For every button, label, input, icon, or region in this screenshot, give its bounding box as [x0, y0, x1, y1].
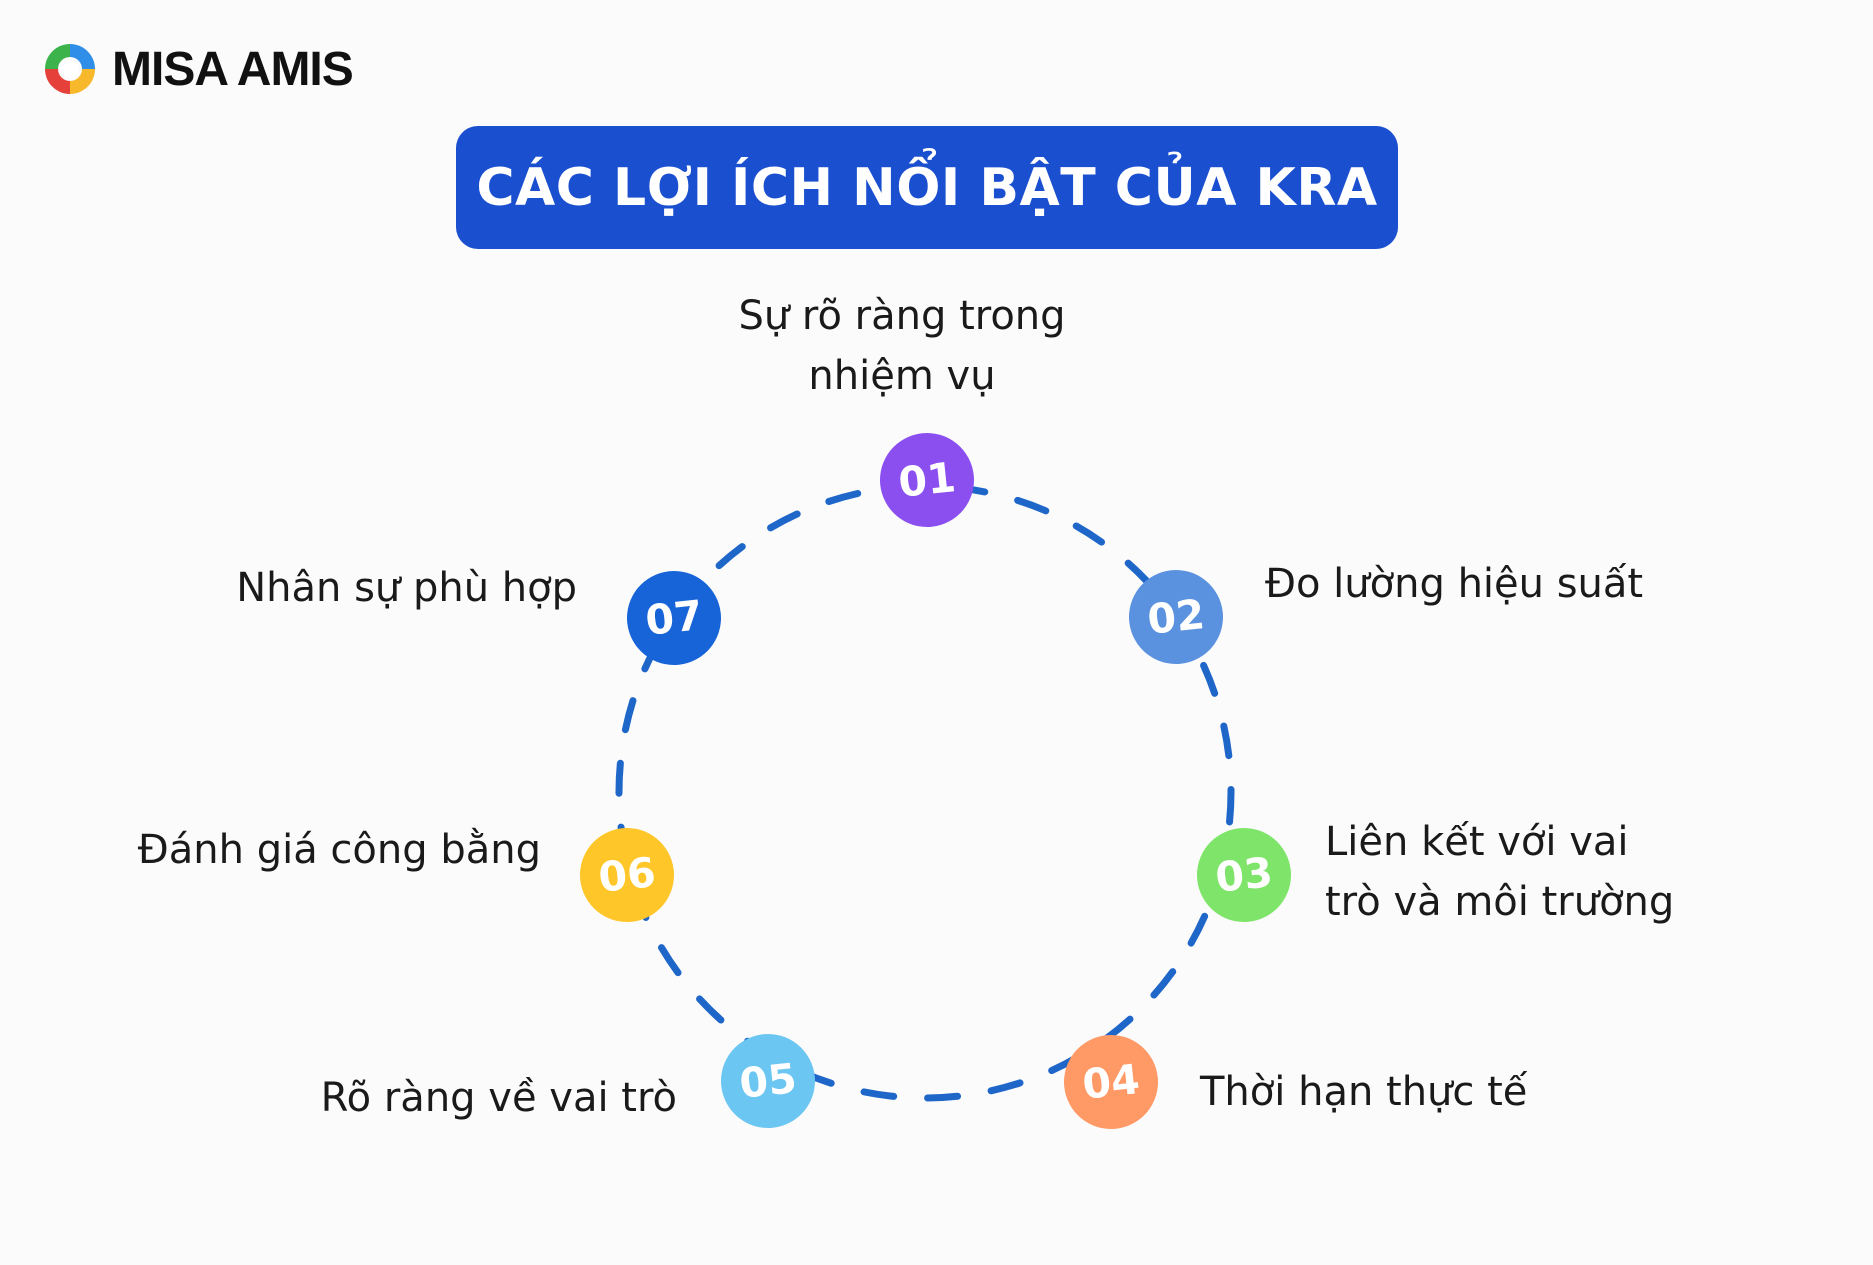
- node-03-number: 03: [1213, 848, 1275, 902]
- label-03-line-2: trò và môi trường: [1325, 879, 1675, 925]
- node-04-number: 04: [1080, 1055, 1142, 1109]
- label-03-line-1: Liên kết với vai: [1325, 819, 1629, 865]
- label-04: Thời hạn thực tế: [1200, 1062, 1527, 1122]
- label-04-line-1: Thời hạn thực tế: [1200, 1069, 1528, 1115]
- label-07: Nhân sự phù hợp: [236, 558, 577, 618]
- label-02-line-1: Đo lường hiệu suất: [1265, 561, 1644, 607]
- label-02: Đo lường hiệu suất: [1265, 554, 1643, 614]
- label-01: Sự rõ ràng trong nhiệm vụ: [700, 286, 1104, 406]
- node-05-number: 05: [737, 1054, 799, 1108]
- title-banner: CÁC LỢI ÍCH NỔI BẬT CỦA KRA: [456, 126, 1398, 249]
- brand-name: MISA AMIS: [112, 42, 354, 96]
- label-03: Liên kết với vai trò và môi trường: [1325, 812, 1674, 932]
- page-title: CÁC LỢI ÍCH NỔI BẬT CỦA KRA: [476, 157, 1378, 218]
- label-07-line-1: Nhân sự phù hợp: [236, 565, 577, 611]
- label-05: Rõ ràng về vai trò: [321, 1068, 677, 1128]
- node-06-number: 06: [596, 848, 658, 902]
- node-07-number: 07: [643, 591, 705, 645]
- node-02-number: 02: [1145, 590, 1207, 644]
- label-05-line-1: Rõ ràng về vai trò: [320, 1075, 677, 1121]
- label-01-line-2: nhiệm vụ: [808, 353, 996, 399]
- label-06: Đánh giá công bằng: [138, 820, 541, 880]
- label-06-line-1: Đánh giá công bằng: [137, 827, 541, 873]
- dashed-ring-path: [615, 482, 1235, 1102]
- node-01-number: 01: [896, 453, 958, 507]
- misa-amis-logo: MISA AMIS: [40, 38, 354, 100]
- misa-amis-logo-icon: [45, 44, 95, 94]
- label-01-line-1: Sự rõ ràng trong: [738, 293, 1066, 339]
